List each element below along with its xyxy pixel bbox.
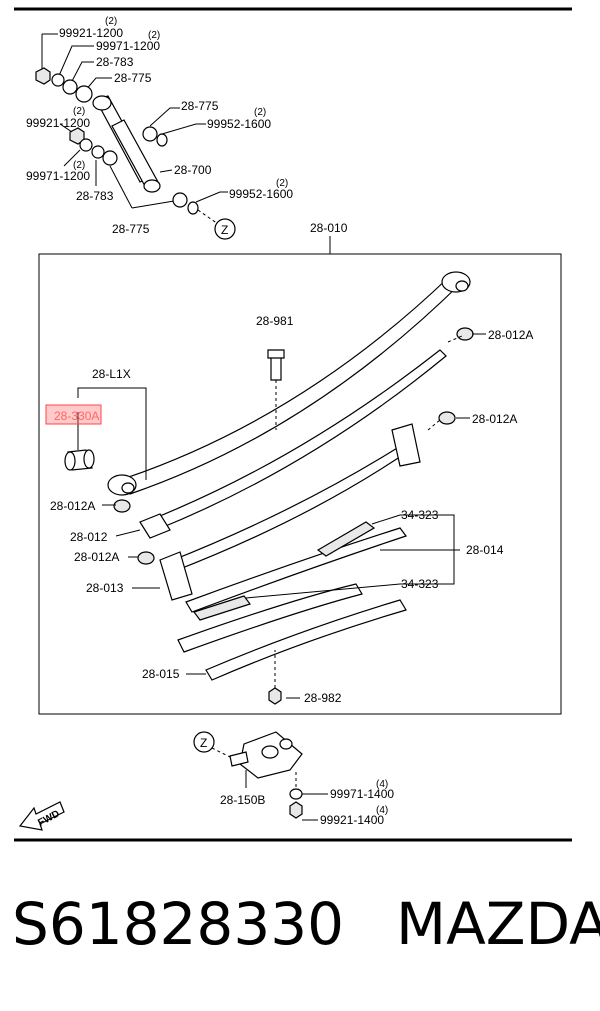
label-99952-1600-b: 99952-1600 (229, 187, 293, 201)
label-99921-1400: 99921-1400 (320, 813, 384, 827)
bushing-28-775-mid (102, 150, 118, 166)
label-28-010: 28-010 (310, 221, 348, 235)
nut-99921-1400 (289, 801, 303, 819)
clamp-28-013 (159, 551, 193, 601)
z-marker-top (214, 218, 236, 240)
u-bolt-plate-group (193, 731, 328, 821)
label-28-982: 28-982 (304, 691, 342, 705)
pad-34-323-upper (316, 521, 376, 557)
nut-28-982 (268, 687, 282, 705)
washer-99952-1600-b (187, 201, 199, 215)
label-28-015: 28-015 (142, 667, 180, 681)
washer-99952-1600-a (156, 133, 168, 147)
label-28-014: 28-014 (466, 543, 504, 557)
label-99952-1600-a-qty: (2) (254, 107, 266, 118)
label-99971-1200-b-qty: (2) (73, 160, 85, 171)
cap-28-012A-a (456, 327, 474, 341)
label-28-012A-a: 28-012A (488, 328, 533, 342)
washer-99971-1200-mid (79, 138, 93, 152)
label-28-012A-c: 28-012A (50, 499, 95, 513)
bushing-28-775-top (75, 85, 93, 103)
label-28-013: 28-013 (86, 581, 124, 595)
washer-99971-1400 (289, 788, 303, 800)
label-99952-1600-b-qty: (2) (276, 178, 288, 189)
bushing-28-775-lower (172, 192, 188, 208)
label-28-L1X: 28-L1X (92, 367, 131, 381)
label-28-150B: 28-150B (220, 793, 265, 807)
label-99921-1200-a-qty: (2) (105, 16, 117, 27)
pad-34-323-lower (193, 595, 251, 621)
bolt-28-981 (270, 354, 282, 381)
label-99971-1200-a-qty: (2) (148, 30, 160, 41)
label-28-330A: 28-330A (54, 409, 99, 423)
leaf-spring-28-010 (64, 271, 474, 705)
label-28-775-a: 28-775 (114, 71, 152, 85)
label-28-012A-d: 28-012A (74, 550, 119, 564)
highlight-28-330A (45, 404, 102, 425)
label-28-012: 28-012 (70, 530, 108, 544)
cap-28-012A-d (137, 551, 155, 565)
label-99921-1200-a: 99921-1200 (59, 26, 123, 40)
label-28-981: 28-981 (256, 314, 294, 328)
parts-diagram: FWD (2) 99921-1200 (2) 99971-1200 28-783… (14, 7, 572, 842)
cap-28-012A-c (113, 499, 131, 513)
bushing-28-783-top (62, 79, 78, 95)
label-34-323-b: 34-323 (401, 577, 439, 591)
label-99971-1400-qty: (4) (376, 779, 388, 790)
fwd-arrow-icon: FWD (18, 801, 65, 831)
bushing-28-783-mid (91, 145, 105, 159)
clamp-28-012 (139, 513, 171, 539)
label-99921-1400-qty: (4) (376, 805, 388, 816)
washer-99971-1200-top (51, 73, 65, 87)
label-28-012A-b: 28-012A (472, 412, 517, 426)
label-z-top: Z (221, 223, 228, 237)
label-28-700: 28-700 (174, 163, 212, 177)
label-28-783-a: 28-783 (96, 55, 134, 69)
nut-99921-1200-top (35, 67, 51, 85)
caption: S61828330 MAZDA (12, 890, 600, 980)
z-marker-bottom (193, 731, 215, 753)
label-28-775-c: 28-775 (112, 222, 150, 236)
bushing-28-775-right (142, 126, 158, 142)
part-number: S61828330 (12, 890, 345, 958)
leaf-spring-frame (38, 253, 562, 715)
label-99971-1200-b: 99971-1200 (26, 169, 90, 183)
labels: (2) 99921-1200 (2) 99971-1200 28-783 28-… (26, 16, 533, 827)
label-34-323-a: 34-323 (401, 508, 439, 522)
brand-name: MAZDA (396, 890, 600, 958)
label-28-783-b: 28-783 (76, 189, 114, 203)
cap-28-012A-b (438, 411, 456, 425)
label-99971-1200-a: 99971-1200 (96, 39, 160, 53)
label-99921-1200-b-qty: (2) (73, 106, 85, 117)
label-99971-1400: 99971-1400 (330, 787, 394, 801)
leader-lines (77, 333, 486, 699)
label-99952-1600-a: 99952-1600 (207, 117, 271, 131)
label-z-bottom: Z (200, 736, 207, 750)
label-28-775-b: 28-775 (181, 99, 219, 113)
shock-absorber-group (35, 33, 236, 240)
label-99921-1200-b: 99921-1200 (26, 116, 90, 130)
